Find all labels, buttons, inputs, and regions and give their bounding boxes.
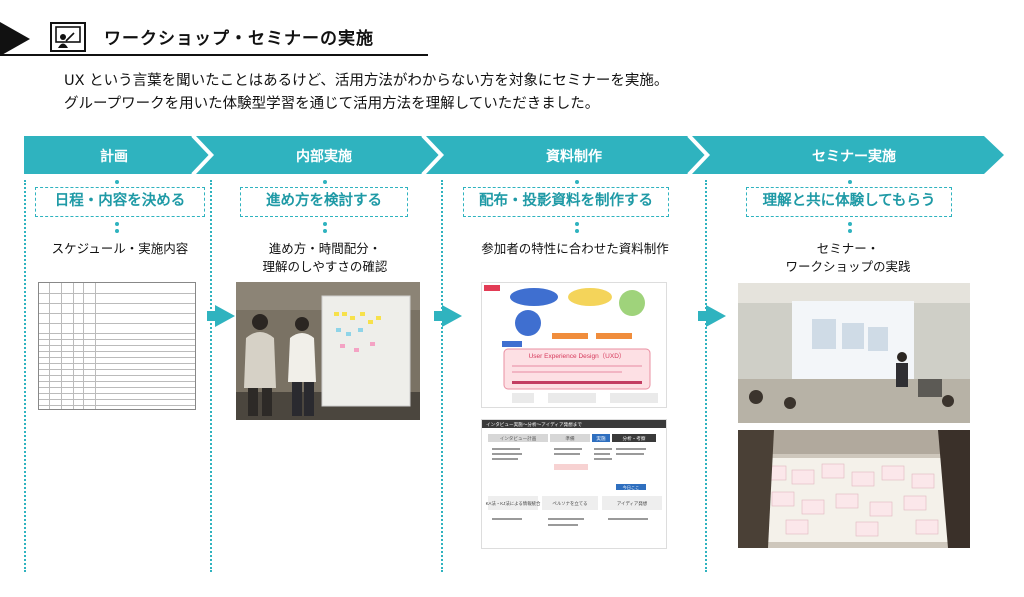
step-box-materials: 配布・投影資料を制作する [463, 187, 669, 217]
whiteboard-photo [236, 282, 420, 420]
slide1-title: User Experience Design（UXD） [529, 352, 626, 360]
seminar-photo [738, 283, 970, 423]
slide2-title: インタビュー実施～分析～アイディア発想まで [486, 421, 582, 428]
step-desc-internal: 進め方・時間配分・ 理解のしやすさの確認 [262, 241, 388, 274]
step-desc-plan: スケジュール・実施内容 [51, 241, 189, 256]
divider-line [705, 180, 707, 572]
band-segment-materials [426, 136, 706, 174]
connector-dot [323, 180, 327, 184]
connector-dot [575, 229, 579, 233]
flow-arrow [434, 305, 462, 327]
step-box-seminar: 理解と共に体験してもらう [746, 187, 952, 217]
connector-dot [115, 229, 119, 233]
svg-text:アイディア発想: アイディア発想 [617, 500, 648, 507]
step-label-seminar: セミナー実施 [812, 149, 896, 165]
connector-dot [115, 222, 119, 226]
schedule-table-image [38, 282, 196, 410]
interview-slide-image: インタビュー実施～分析～アイディア発想まで インタビュー計画 準備 実施 分析・… [481, 419, 667, 549]
flow-arrow [207, 305, 235, 327]
step-desc-materials: 参加者の特性に合わせた資料制作 [481, 241, 669, 256]
uxd-slide-image: User Experience Design（UXD） [481, 282, 667, 408]
step-label-plan: 計画 [100, 149, 128, 165]
connector-dot [323, 222, 327, 226]
presenter-icon [50, 22, 86, 52]
connector-dot [575, 180, 579, 184]
step-box-plan: 日程・内容を決める [35, 187, 205, 217]
connector-dot [115, 180, 119, 184]
band-segment-seminar [692, 136, 1004, 174]
band-segment-plan [24, 136, 210, 174]
divider-line [210, 180, 212, 572]
step-label-materials: 資料制作 [546, 149, 602, 165]
intro-text: UX という言葉を聞いたことはあるけど、活用方法がわからない方を対象にセミナーを… [64, 70, 668, 116]
connector-dot [323, 229, 327, 233]
divider-line [441, 180, 443, 572]
svg-text:KA法・KJ法による情報統合: KA法・KJ法による情報統合 [486, 500, 541, 507]
band-segment-internal [196, 136, 440, 174]
step-box-internal: 進め方を検討する [240, 187, 408, 217]
title-underline [0, 54, 428, 56]
step-desc-seminar: セミナー・ ワークショップの実践 [785, 241, 911, 274]
flow-arrow [698, 305, 726, 327]
svg-text:実施: 実施 [596, 435, 606, 442]
step-label-internal: 内部実施 [296, 149, 352, 165]
intro-line-1: UX という言葉を聞いたことはあるけど、活用方法がわからない方を対象にセミナーを… [64, 73, 669, 89]
svg-text:今日ここ: 今日ここ [623, 484, 640, 491]
page-title: ワークショップ・セミナーの実施 [104, 29, 374, 49]
intro-line-2: グループワークを用いた体験型学習を通じて活用方法を理解していただきました。 [64, 96, 600, 112]
svg-text:準備: 準備 [565, 435, 575, 442]
process-band: 計画 内部実施 資料制作 セミナー実施 [24, 136, 1004, 174]
workshop-photo [738, 430, 970, 548]
connector-dot [575, 222, 579, 226]
svg-text:インタビュー計画: インタビュー計画 [500, 435, 537, 442]
svg-text:分析・考察: 分析・考察 [623, 435, 646, 442]
connector-dot [848, 229, 852, 233]
connector-dot [848, 180, 852, 184]
svg-text:ペルソナを立てる: ペルソナを立てる [552, 500, 587, 507]
connector-dot [848, 222, 852, 226]
divider-line [24, 180, 26, 572]
header-wedge [0, 22, 30, 56]
